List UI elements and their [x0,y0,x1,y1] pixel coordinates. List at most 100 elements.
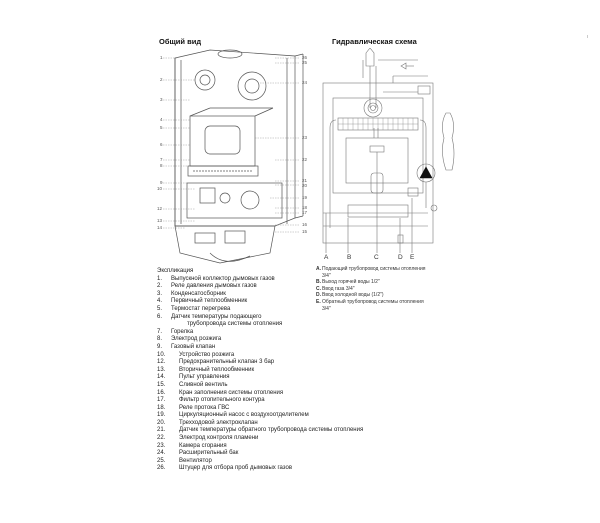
item-text: Пульт управления [179,374,230,381]
connection-c: C [374,254,379,261]
item-number: 13. [157,366,166,373]
item-text: Циркуляционный насос с воздухоотделителе… [179,412,309,419]
explication-heading: Экспликация [157,268,194,274]
item-number: 24. [157,450,166,457]
item-number: 3. [157,290,163,297]
connection-a: A [324,254,329,261]
list-item: 3. Конденсатосборник [157,291,363,299]
item-text: Трехходовой электроклапан [179,419,258,426]
list-item: 7.Горелка [157,329,363,337]
callout-18: 18 [302,205,308,210]
callout-10: 10 [157,186,163,191]
item-number: 17. [157,397,166,404]
list-item: 8. Электрод розжига [157,336,363,344]
item-text: Фильтр отопительного контура [179,397,265,404]
item-number: 16. [157,389,166,396]
item-number: 23. [157,442,166,449]
list-item: 26.Штуцер для отбора проб дымовых газов [157,465,363,473]
item-number: 7. [157,328,163,335]
item-number: 1. [157,275,163,282]
item-text: Датчик температуры обратного трубопровод… [179,427,364,434]
item-text: Газовый клапан [171,343,216,350]
callout-3: 3 [160,97,163,102]
item-text: Датчик температуры подающего [171,313,262,320]
legend-key: D. [316,292,321,299]
list-item: 25.Вентилятор [157,458,363,466]
callout-6: 6 [160,142,163,147]
callout-25: 25 [302,60,308,65]
legend-sub: 3/4" [322,305,331,312]
list-item: 22.Электрод контроля пламени [157,435,363,443]
item-number: 9. [157,343,163,350]
list-item: 24. Расширительный бак [157,450,363,458]
item-text: Устройство розжига [179,351,235,358]
item-text: Конденсатосборник [171,290,226,297]
callout-14: 14 [157,225,163,230]
item-number: 8. [157,336,163,343]
stray-mark [587,35,588,38]
item-number: 18. [157,404,166,411]
item-text: Сливной вентиль [179,381,228,388]
item-text: Термостат перегрева [171,305,231,312]
list-item: 6.Датчик температуры подающего [157,314,363,322]
list-item: 20. Трехходовой электроклапан [157,420,363,428]
explication-list: Экспликация 1. Выпускной коллектор дымовы… [157,268,363,473]
callout-2: 2 [160,77,163,82]
item-number: 22. [157,435,166,442]
legend-key: C. [316,285,321,292]
item-text: Выпускной коллектор дымовых газов [171,275,275,282]
legend-text: Обратный трубопровод системы отопления [322,298,424,305]
list-item: 19. Циркуляционный насос с воздухоотделит… [157,412,363,420]
legend-key: E. [316,298,321,305]
legend-text: Подающий трубопровод системы отопления [322,266,426,272]
item-text: Расширительный бак [179,450,239,457]
callout-26: 26 [302,55,308,60]
callout-16: 16 [302,222,308,227]
callout-8: 8 [160,163,163,168]
list-item: 16. Кран заполнения системы отопления [157,390,363,398]
list-item: 17. Фильтр отопительного контура [157,397,363,405]
connection-b: B [347,254,352,261]
item-number: 10. [157,351,166,358]
item-text: Реле давления дымовых газов [171,283,257,290]
list-item: 18. Реле протока ГВС [157,405,363,413]
callout-5: 5 [160,125,163,130]
list-item: 10. Устройство розжига [157,352,363,360]
list-item: 4.Первичный теплообменник [157,298,363,306]
callout-23: 23 [302,135,308,140]
list-item: 2. Реле давления дымовых газов [157,283,363,291]
item-number: 12. [157,359,166,366]
callout-13: 13 [157,218,163,223]
item-text: Электрод розжига [171,336,222,343]
boiler-general-view-drawing [163,49,304,264]
legend-text: Ввод холодной воды (1/2") [322,292,384,299]
callout-15: 15 [302,229,308,234]
general-view-title: Общий вид [159,37,202,46]
item-text: Реле протока ГВС [179,404,230,411]
item-text: Кран заполнения системы отопления [179,389,284,396]
callout-7: 7 [160,157,163,162]
item-number: 20. [157,419,166,426]
legend-key: B. [316,279,321,286]
list-item: 9. Газовый клапан [157,344,363,352]
callout-12: 12 [157,206,163,211]
list-item: 21. Датчик температуры обратного трубопро… [157,427,363,435]
callout-4: 4 [160,117,163,122]
item-number: 2. [157,283,163,290]
legend-text: Выход горячей воды 1/2" [322,279,380,286]
item-text: Предохранительный клапан 3 бар [179,359,275,366]
connection-legend: A.Подающий трубопровод системы отопления… [316,266,486,312]
hydraulic-scheme-title: Гидравлическая схема [332,37,417,46]
item-number: 19. [157,412,166,419]
connection-e: E [410,254,415,261]
item-number: 5. [157,305,163,312]
callout-20: 20 [302,183,308,188]
item-number: 25. [157,457,166,464]
callout-17: 17 [302,210,308,215]
legend-key: A. [316,266,321,272]
item-text: Камера сгорания [179,442,227,449]
list-item: 13.Вторичный теплообменник [157,367,363,375]
item-number: 21. [157,427,166,434]
callout-24: 24 [302,80,308,85]
legend-text: Ввод газа 3/4" [322,285,355,292]
